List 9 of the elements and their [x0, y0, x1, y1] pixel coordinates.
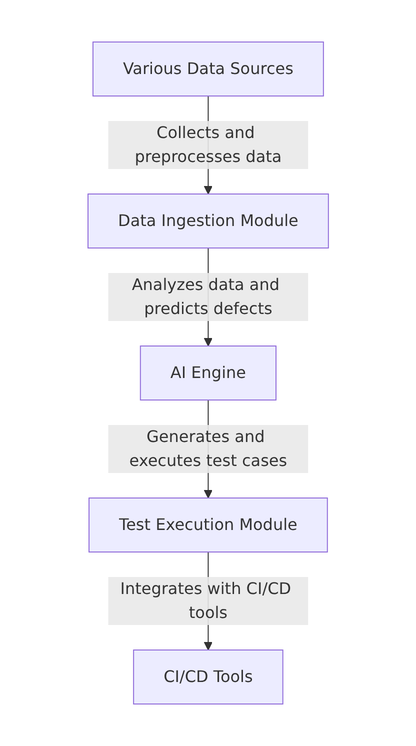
process-box: Test Execution Module — [88, 498, 328, 552]
edge-label: Analyzes data and predicts defects — [108, 273, 308, 321]
process-box: Data Ingestion Module — [87, 194, 329, 248]
edge-label: Collects and preprocesses data — [108, 121, 308, 169]
edge-label: Generates and executes test cases — [108, 425, 308, 473]
process-box: AI Engine — [140, 346, 276, 400]
process-box: CI/CD Tools — [132, 650, 284, 704]
process-box: Various Data Sources — [92, 42, 324, 96]
edge-label: Integrates with CI/CD tools — [108, 577, 308, 625]
